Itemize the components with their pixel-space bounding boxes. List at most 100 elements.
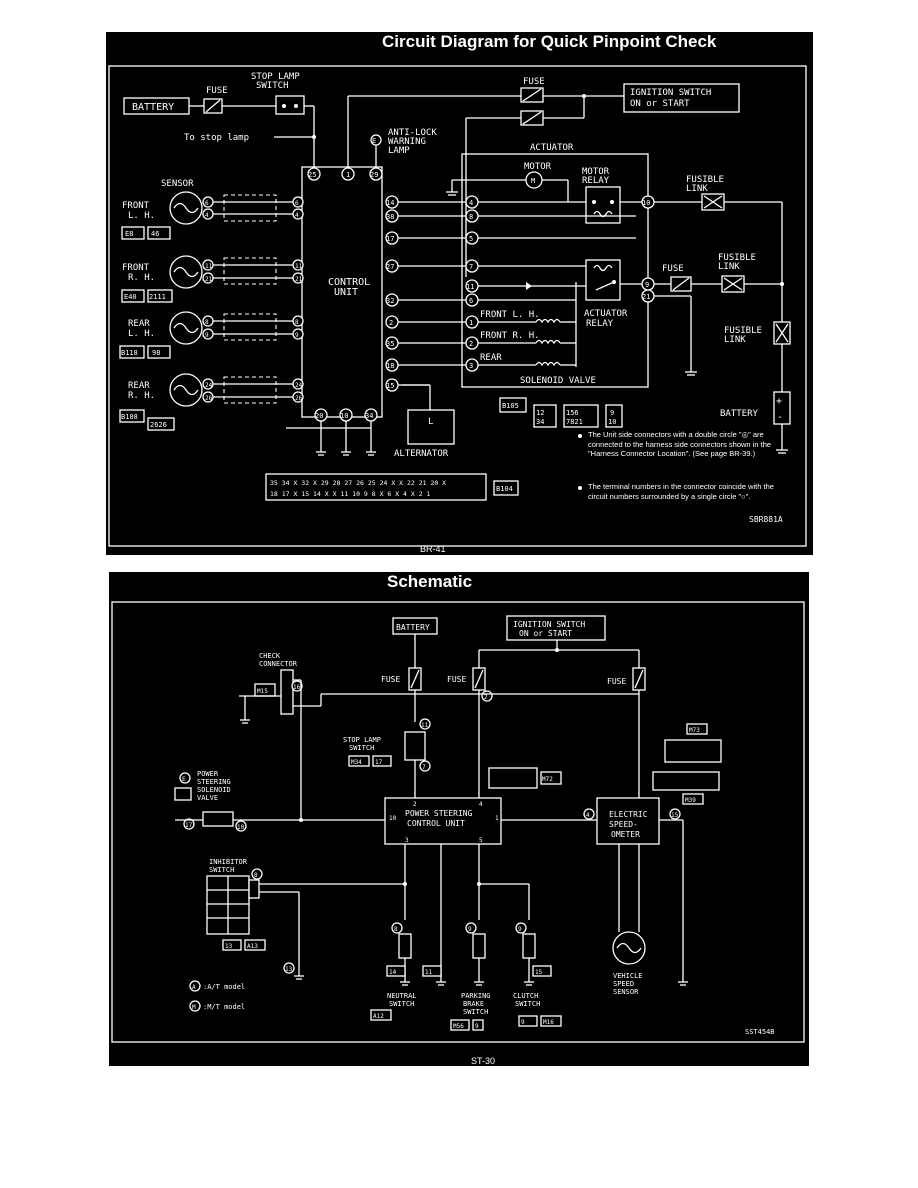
page-number-2: ST-30 <box>471 1056 496 1066</box>
svg-text:FRONT: FRONT <box>122 201 150 211</box>
svg-text:A: A <box>192 984 196 991</box>
svg-text:7821: 7821 <box>566 418 583 426</box>
svg-text:1: 1 <box>495 815 499 822</box>
page-title-2: Schematic <box>387 572 473 591</box>
svg-text:2111: 2111 <box>149 293 166 301</box>
svg-text:9: 9 <box>518 926 522 933</box>
svg-text:E: E <box>182 776 186 783</box>
svg-text:+: + <box>776 396 782 407</box>
svg-text:16: 16 <box>293 684 301 691</box>
sensor-label: SENSOR <box>161 179 194 189</box>
stop-lamp-switch-2 <box>404 731 426 761</box>
svg-text:11: 11 <box>425 969 433 976</box>
svg-text:15: 15 <box>671 812 679 819</box>
svg-text:PARKING: PARKING <box>461 992 491 1000</box>
actuator-relay-box <box>585 259 621 301</box>
svg-text:RELAY: RELAY <box>586 319 614 329</box>
svg-text:3: 3 <box>405 837 409 844</box>
svg-text:FUSIBLE: FUSIBLE <box>686 175 724 185</box>
ignition-switch-box-2 <box>506 615 606 641</box>
svg-text:WARNING: WARNING <box>388 137 426 147</box>
svg-text:POWER: POWER <box>197 770 219 778</box>
svg-text:INHIBITOR: INHIBITOR <box>209 858 248 866</box>
svg-text:SPEED: SPEED <box>613 980 634 988</box>
fuse-label: FUSE <box>206 86 228 96</box>
svg-text:26: 26 <box>295 395 303 402</box>
electric-speedometer <box>596 797 660 845</box>
clutch-switch <box>522 933 536 959</box>
svg-text:A12: A12 <box>373 1013 384 1020</box>
svg-text:STEERING: STEERING <box>197 778 231 786</box>
svg-text:BRAKE: BRAKE <box>463 1000 484 1008</box>
schematic-diagram: BATTERY IGNITION SWITCH ON or START FUSE… <box>111 601 805 1043</box>
svg-text:SWITCH: SWITCH <box>209 866 234 874</box>
svg-text:6: 6 <box>295 200 299 207</box>
svg-text:18 17 X 15 14 X X 11 10 9 8 X: 18 17 X 15 14 X X 11 10 9 8 X 6 X 4 X 2 … <box>270 490 431 498</box>
svg-text:7: 7 <box>469 263 473 271</box>
svg-text:B118: B118 <box>121 349 138 357</box>
circuit-diagram-panel: Circuit Diagram for Quick Pinpoint Check… <box>106 32 813 555</box>
svg-text:L. H.: L. H. <box>128 329 155 339</box>
svg-text:4: 4 <box>295 212 299 219</box>
svg-text:6: 6 <box>469 297 473 305</box>
svg-text:REAR: REAR <box>128 381 150 391</box>
svg-text:8: 8 <box>469 213 473 221</box>
svg-text:2: 2 <box>469 340 473 348</box>
motor-relay-box <box>585 186 621 224</box>
parking-brake-switch <box>472 933 486 959</box>
svg-text:VALVE: VALVE <box>197 794 218 802</box>
svg-text:FRONT: FRONT <box>122 263 150 273</box>
svg-text:17: 17 <box>375 759 383 766</box>
svg-text:-: - <box>777 412 783 423</box>
svg-text:FUSE: FUSE <box>523 77 545 87</box>
svg-text:38: 38 <box>386 213 394 221</box>
rear-lh-sensor <box>169 311 203 345</box>
note-2: The terminal numbers in the connector co… <box>588 482 774 501</box>
svg-text:2: 2 <box>413 801 417 808</box>
svg-text:11: 11 <box>205 263 213 270</box>
svg-text:98: 98 <box>152 349 160 357</box>
control-unit-box <box>301 166 383 418</box>
svg-text:LINK: LINK <box>686 184 708 194</box>
svg-text:3: 3 <box>469 362 473 370</box>
svg-text:11: 11 <box>466 283 474 291</box>
svg-text:LINK: LINK <box>724 335 746 345</box>
svg-text:VEHICLE: VEHICLE <box>613 972 643 980</box>
svg-text:SWITCH: SWITCH <box>515 1000 540 1008</box>
svg-text:9: 9 <box>205 332 209 339</box>
svg-text:12: 12 <box>536 409 544 417</box>
svg-text:SPEED-: SPEED- <box>609 820 638 829</box>
svg-text:M: M <box>531 177 535 185</box>
svg-text:FRONT R. H.: FRONT R. H. <box>480 331 540 341</box>
svg-text:B105: B105 <box>502 402 519 410</box>
svg-text:4: 4 <box>469 199 473 207</box>
svg-text:POWER STEERING: POWER STEERING <box>405 809 473 818</box>
svg-text:14: 14 <box>386 199 394 207</box>
svg-text:9: 9 <box>295 332 299 339</box>
svg-text:35 34 X 32 X 29 28 27 26 25 24: 35 34 X 32 X 29 28 27 26 25 24 X X 22 21… <box>270 479 446 487</box>
solenoid-valve-symbol <box>202 811 234 827</box>
svg-text:4: 4 <box>205 212 209 219</box>
svg-text:SWITCH: SWITCH <box>463 1008 488 1016</box>
ref-code-2: SST454B <box>745 1028 775 1036</box>
svg-text:FUSE: FUSE <box>381 675 400 684</box>
svg-text:M39: M39 <box>685 797 696 804</box>
ignition-switch-box <box>623 83 740 113</box>
svg-text:9: 9 <box>521 1019 525 1026</box>
svg-text:26: 26 <box>205 395 213 402</box>
svg-text:21: 21 <box>295 276 303 283</box>
svg-text:156: 156 <box>566 409 579 417</box>
svg-text:SWITCH: SWITCH <box>256 81 289 91</box>
svg-text:L: L <box>428 417 433 427</box>
svg-text:1: 1 <box>346 171 350 179</box>
svg-text:4: 4 <box>586 812 590 819</box>
svg-text:B104: B104 <box>496 485 513 493</box>
svg-text:11: 11 <box>421 722 429 729</box>
control-unit-right-pins: 14 38 17 27 32 2 35 18 15 <box>385 195 399 392</box>
svg-text:7: 7 <box>422 764 426 771</box>
svg-text:18: 18 <box>386 362 394 370</box>
svg-text:IGNITION SWITCH: IGNITION SWITCH <box>630 88 711 98</box>
actuator-box <box>461 153 649 388</box>
svg-text:10: 10 <box>389 815 397 822</box>
svg-text:8: 8 <box>205 319 209 326</box>
